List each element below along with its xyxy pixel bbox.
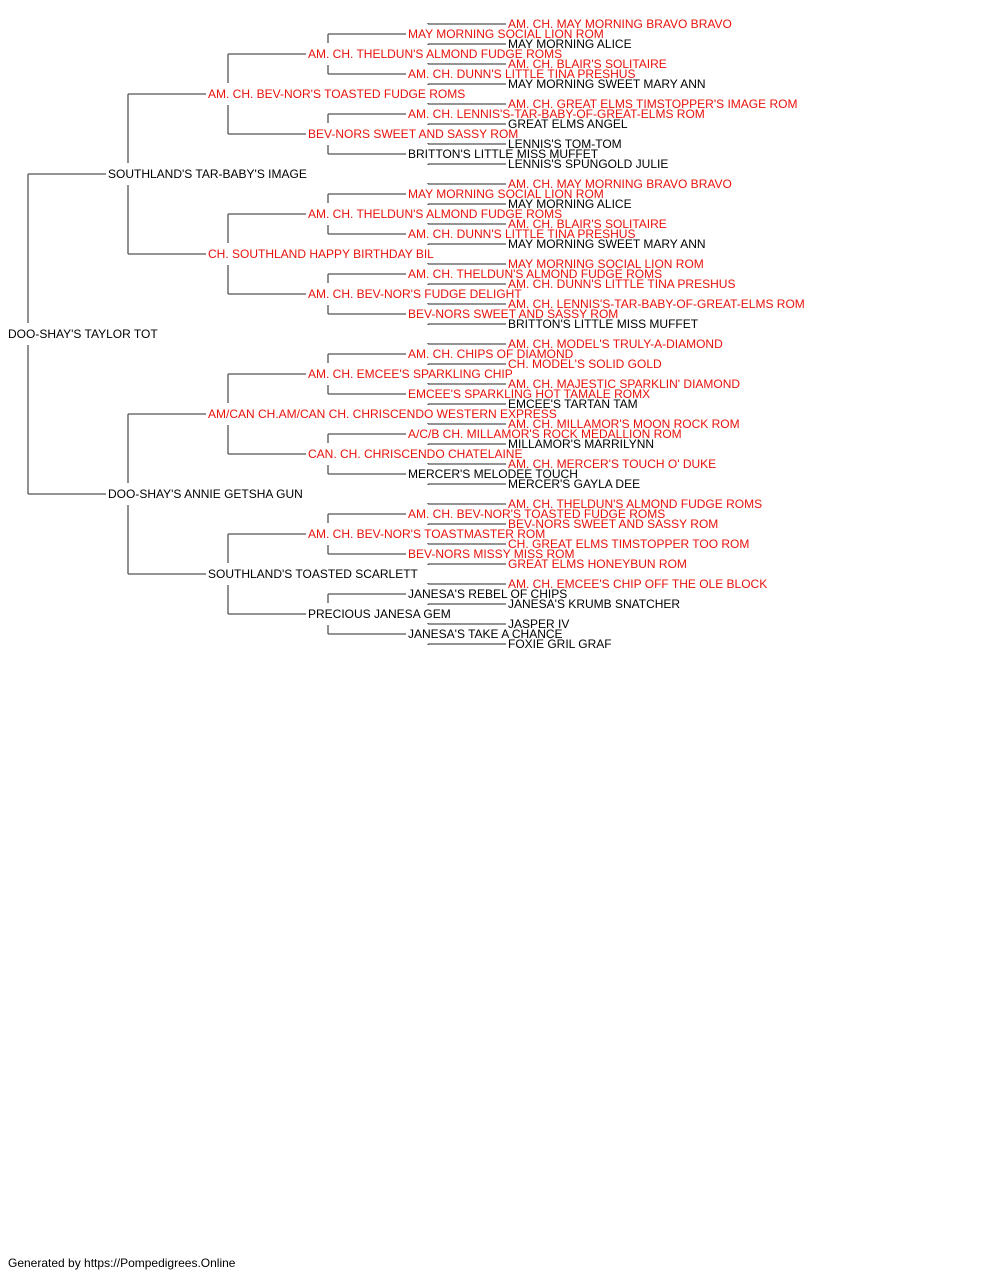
dog-name-dam-dam-sire-dam-sire: CH. GREAT ELMS TIMSTOPPER TOO ROM: [508, 537, 749, 551]
dog-name-sire-dam-dam-dam-dam: BRITTON'S LITTLE MISS MUFFET: [508, 317, 699, 331]
dog-name-sire-dam-dam-dam: BEV-NORS SWEET AND SASSY ROM: [408, 307, 618, 321]
dog-name-dam-dam-dam-dam-dam: FOXIE GRIL GRAF: [508, 637, 612, 651]
dog-name-dam-sire-dam-dam-dam: MERCER'S GAYLA DEE: [508, 477, 640, 491]
dog-name-sire-sire-dam-dam: BRITTON'S LITTLE MISS MUFFET: [408, 147, 599, 161]
footer-credit: Generated by https://Pompedigrees.Online: [8, 1256, 236, 1270]
dog-name-sire-dam-sire: AM. CH. THELDUN'S ALMOND FUDGE ROMS: [308, 207, 562, 221]
dog-name-dam: DOO-SHAY'S ANNIE GETSHA GUN: [108, 487, 303, 501]
dog-name-dam-dam-sire: AM. CH. BEV-NOR'S TOASTMASTER ROM: [308, 527, 545, 541]
dog-name-dam-dam-dam-sire: JANESA'S REBEL OF CHIPS: [408, 587, 567, 601]
dog-name-dam-dam-sire-sire: AM. CH. BEV-NOR'S TOASTED FUDGE ROMS: [408, 507, 665, 521]
dog-name-sire-dam-sire-sire-sire: AM. CH. MAY MORNING BRAVO BRAVO: [508, 177, 732, 191]
dog-name-sire-dam-dam-sire-dam: AM. CH. DUNN'S LITTLE TINA PRESHUS: [508, 277, 735, 291]
dog-name-dam-dam-dam-sire-sire: AM. CH. EMCEE'S CHIP OFF THE OLE BLOCK: [508, 577, 767, 591]
dog-name-sire-dam-sire-sire: MAY MORNING SOCIAL LION ROM: [408, 187, 604, 201]
dog-name-sire-sire-dam: BEV-NORS SWEET AND SASSY ROM: [308, 127, 518, 141]
dog-name-dam-dam: SOUTHLAND'S TOASTED SCARLETT: [208, 567, 419, 581]
dog-name-sire-dam-sire-dam: AM. CH. DUNN'S LITTLE TINA PRESHUS: [408, 227, 635, 241]
dog-name-sire-dam-dam: AM. CH. BEV-NOR'S FUDGE DELIGHT: [308, 287, 522, 301]
dog-name-sire-dam-dam-dam-sire: AM. CH. LENNIS'S-TAR-BABY-OF-GREAT-ELMS …: [508, 297, 805, 311]
dog-name-sire-sire-sire-sire: MAY MORNING SOCIAL LION ROM: [408, 27, 604, 41]
dog-name-sire-sire-dam-dam-dam: LENNIS'S SPUNGOLD JULIE: [508, 157, 668, 171]
dog-name-sire-sire-sire: AM. CH. THELDUN'S ALMOND FUDGE ROMS: [308, 47, 562, 61]
dog-name-dam-sire-dam-sire-sire: AM. CH. MILLAMOR'S MOON ROCK ROM: [508, 417, 740, 431]
dog-name-sire-dam-sire-dam-dam: MAY MORNING SWEET MARY ANN: [508, 237, 706, 251]
dog-name-dam-dam-sire-dam: BEV-NORS MISSY MISS ROM: [408, 547, 574, 561]
dog-name-sire-sire-sire-sire-sire: AM. CH. MAY MORNING BRAVO BRAVO: [508, 17, 732, 31]
dog-name-sire: SOUTHLAND'S TAR-BABY'S IMAGE: [108, 167, 307, 181]
dog-name-dam-dam-sire-dam-dam: GREAT ELMS HONEYBUN ROM: [508, 557, 687, 571]
dog-name-sire-dam: CH. SOUTHLAND HAPPY BIRTHDAY BIL: [208, 247, 434, 261]
dog-name-sire-sire-dam-sire-dam: GREAT ELMS ANGEL: [508, 117, 628, 131]
dog-name-subject: DOO-SHAY'S TAYLOR TOT: [8, 327, 158, 341]
dog-name-sire-sire: AM. CH. BEV-NOR'S TOASTED FUDGE ROMS: [208, 87, 465, 101]
dog-name-sire-sire-sire-dam: AM. CH. DUNN'S LITTLE TINA PRESHUS: [408, 67, 635, 81]
dog-name-dam-sire-sire: AM. CH. EMCEE'S SPARKLING CHIP: [308, 367, 513, 381]
dog-name-dam-sire-dam-sire-dam: MILLAMOR'S MARRILYNN: [508, 437, 654, 451]
dog-name-dam-dam-dam: PRECIOUS JANESA GEM: [308, 607, 451, 621]
dog-name-dam-sire-dam-dam: MERCER'S MELODEE TOUCH: [408, 467, 578, 481]
dog-name-dam-sire-dam: CAN. CH. CHRISCENDO CHATELAINE: [308, 447, 522, 461]
dog-name-dam-sire-dam-dam-sire: AM. CH. MERCER'S TOUCH O' DUKE: [508, 457, 716, 471]
dog-name-dam-sire-sire-dam: EMCEE'S SPARKLING HOT TAMALE ROMX: [408, 387, 650, 401]
dog-name-dam-dam-dam-dam: JANESA'S TAKE A CHANCE: [408, 627, 563, 641]
dog-name-dam-sire-sire-sire: AM. CH. CHIPS OF DIAMOND: [408, 347, 574, 361]
dog-name-sire-sire-dam-sire: AM. CH. LENNIS'S-TAR-BABY-OF-GREAT-ELMS …: [408, 107, 705, 121]
dog-name-sire-sire-dam-dam-sire: LENNIS'S TOM-TOM: [508, 137, 622, 151]
dog-name-sire-sire-sire-dam-sire: AM. CH. BLAIR'S SOLITAIRE: [508, 57, 667, 71]
dog-name-dam-sire-sire-dam-sire: AM. CH. MAJESTIC SPARKLIN' DIAMOND: [508, 377, 740, 391]
dog-name-sire-dam-sire-sire-dam: MAY MORNING ALICE: [508, 197, 632, 211]
dog-name-sire-dam-dam-sire: AM. CH. THELDUN'S ALMOND FUDGE ROMS: [408, 267, 662, 281]
dog-name-dam-sire-sire-sire-dam: CH. MODEL'S SOLID GOLD: [508, 357, 662, 371]
dog-name-dam-dam-dam-sire-dam: JANESA'S KRUMB SNATCHER: [508, 597, 680, 611]
dog-name-dam-dam-dam-dam-sire: JASPER IV: [508, 617, 569, 631]
dog-name-dam-sire-sire-dam-dam: EMCEE'S TARTAN TAM: [508, 397, 638, 411]
dog-name-dam-sire-dam-sire: A/C/B CH. MILLAMOR'S ROCK MEDALLION ROM: [408, 427, 682, 441]
dog-name-sire-sire-dam-sire-sire: AM. CH. GREAT ELMS TIMSTOPPER'S IMAGE RO…: [508, 97, 797, 111]
dog-name-dam-sire-sire-sire-sire: AM. CH. MODEL'S TRULY-A-DIAMOND: [508, 337, 723, 351]
dog-name-dam-dam-sire-sire-sire: AM. CH. THELDUN'S ALMOND FUDGE ROMS: [508, 497, 762, 511]
dog-name-sire-sire-sire-sire-dam: MAY MORNING ALICE: [508, 37, 632, 51]
dog-name-dam-dam-sire-sire-dam: BEV-NORS SWEET AND SASSY ROM: [508, 517, 718, 531]
dog-name-sire-dam-sire-dam-sire: AM. CH. BLAIR'S SOLITAIRE: [508, 217, 667, 231]
dog-name-sire-sire-sire-dam-dam: MAY MORNING SWEET MARY ANN: [508, 77, 706, 91]
dog-name-dam-sire: AM/CAN CH.AM/CAN CH. CHRISCENDO WESTERN …: [208, 407, 557, 421]
dog-name-sire-dam-dam-sire-sire: MAY MORNING SOCIAL LION ROM: [508, 257, 704, 271]
